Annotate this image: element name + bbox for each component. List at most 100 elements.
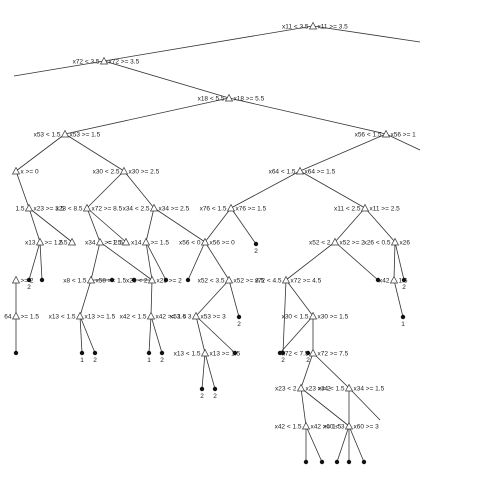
split-marker-icon — [119, 166, 129, 175]
tree-edge — [79, 315, 83, 354]
tree-edge — [123, 170, 155, 209]
split-condition-left: 1.5 — [15, 206, 24, 213]
split-condition-left: x52 < 3.5 — [198, 278, 225, 285]
split-condition-right: x23 >= 2 — [157, 278, 183, 285]
split-marker-icon — [146, 311, 156, 320]
tree-edge — [64, 97, 230, 135]
split-marker-icon — [11, 166, 21, 175]
split-condition-right: x60 >= 3 — [354, 424, 380, 431]
split-condition-left: x30 < 2.5 — [93, 169, 120, 176]
tree-edge — [145, 241, 153, 281]
leaf-dot — [319, 459, 325, 465]
split-condition-left: x52 < 2 — [309, 240, 331, 247]
leaf-class-label: 2 — [160, 357, 164, 364]
leaf-dot — [334, 459, 340, 465]
tree-edge — [228, 97, 387, 135]
split-marker-icon — [226, 203, 236, 212]
leaf-dot — [163, 277, 169, 283]
tree-edge — [28, 207, 41, 243]
tree-edge — [64, 133, 125, 172]
tree-edge — [204, 352, 216, 390]
leaf-dot — [401, 277, 407, 283]
leaf-dot — [92, 350, 98, 356]
split-condition-right: x72 >= 7.5 — [318, 351, 349, 358]
split-marker-icon — [149, 203, 159, 212]
split-marker-icon — [344, 383, 354, 392]
split-condition-right: x26 — [400, 240, 411, 247]
tree-edge — [99, 241, 153, 281]
leaf-node — [375, 277, 381, 283]
split-marker-icon — [35, 237, 45, 246]
split-condition-left: x34 < 1.5 — [318, 386, 345, 393]
split-marker-icon — [301, 421, 311, 430]
split-marker-icon — [389, 275, 399, 284]
tree-edge — [187, 241, 206, 281]
tree-edge — [300, 387, 350, 427]
split-condition-right: x72 >= 4.5 — [291, 278, 322, 285]
split-marker-icon — [344, 421, 354, 430]
tree-edge — [15, 170, 30, 209]
split-condition-left: x72 < 7.5 — [282, 351, 309, 358]
split-condition-right: x18 >= 5.5 — [234, 96, 265, 103]
tree-edge — [86, 207, 127, 243]
tree-edge — [334, 241, 379, 281]
leaf-dot — [280, 350, 286, 356]
leaf-class-label: 2 — [93, 357, 97, 364]
split-node: < 1.5 — [107, 237, 131, 247]
split-node: x13 < 1.5 x13 >= 1.5 — [49, 311, 116, 321]
tree-edge — [393, 279, 404, 318]
split-condition-right: >= 2.5 — [105, 240, 124, 247]
leaf-class-label: 1 — [80, 357, 84, 364]
leaf-node — [232, 350, 238, 356]
leaf-class-label: 2 — [254, 248, 258, 255]
tree-edge — [312, 352, 350, 389]
split-marker-icon — [390, 237, 400, 246]
leaf-dot — [199, 386, 205, 392]
split-condition-right: x13 >= 1.5 — [85, 314, 116, 321]
split-marker-icon — [296, 383, 306, 392]
tree-edge — [153, 207, 206, 243]
split-condition-left: x56 < 0 — [179, 240, 201, 247]
split-node: 1.5 x23 >= 3.5 — [15, 203, 65, 213]
leaf-node: 2 — [212, 386, 218, 400]
split-condition-right: x23 >= 3.5 — [34, 206, 65, 213]
split-condition-right: x72 >= 8.5 — [92, 206, 123, 213]
split-condition-right: x30 >= 2.5 — [129, 169, 160, 176]
leaf-dot — [236, 314, 242, 320]
split-marker-icon — [360, 203, 370, 212]
leaf-dot — [13, 350, 19, 356]
split-condition-right: x13 >= 1.5 — [210, 351, 241, 358]
tree-edge — [300, 352, 314, 389]
split-condition-left: x18 < 5.5 — [198, 96, 225, 103]
tree-edge — [86, 170, 125, 209]
leaf-dot — [212, 386, 218, 392]
split-condition-right: x >= 0 — [21, 169, 39, 176]
split-marker-icon — [11, 311, 21, 320]
split-condition-right: x34 >= 2.5 — [159, 206, 190, 213]
leaf-class-label: 2 — [281, 357, 285, 364]
leaf-dot — [79, 350, 85, 356]
leaf-node — [163, 277, 169, 283]
split-condition-right: x64 >= 1.5 — [305, 169, 336, 176]
split-condition-left: x72 < 3.5 — [73, 59, 100, 66]
split-node: x30 < 2.5 x30 >= 2.5 — [93, 166, 160, 176]
split-condition-left: x14 — [131, 240, 142, 247]
leaf-node: 1 — [146, 350, 152, 364]
split-marker-icon — [24, 203, 34, 212]
split-condition-left: x13 < 1.5 — [49, 314, 76, 321]
leaf-node: 2 — [305, 350, 311, 364]
split-marker-icon — [99, 56, 109, 65]
leaf-dot — [346, 459, 352, 465]
